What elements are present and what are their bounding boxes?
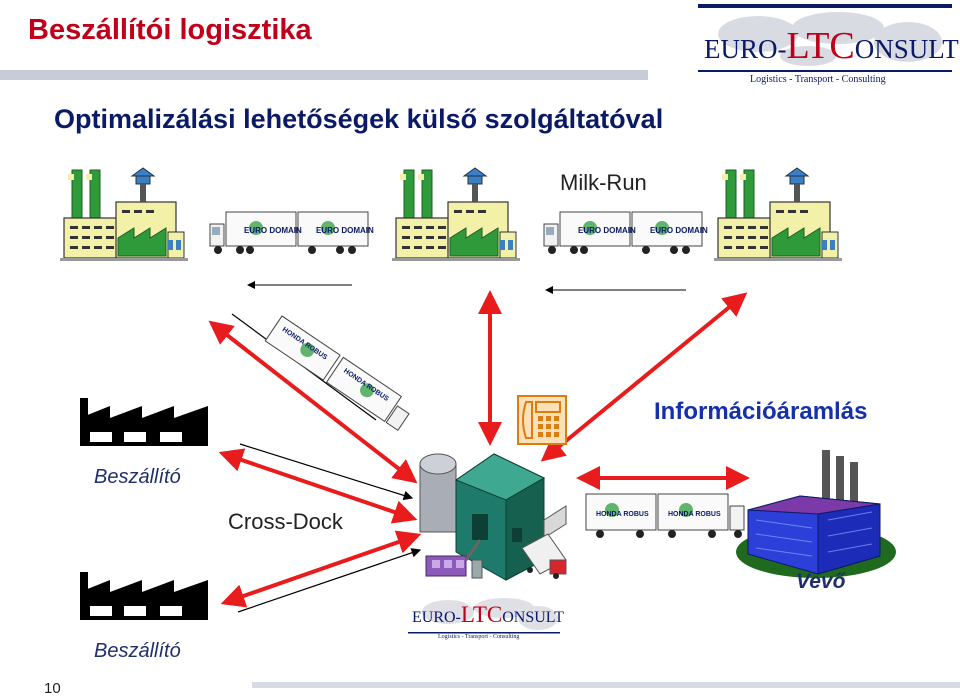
slide-subtitle: Optimalizálási lehetőségek külső szolgál… [54, 104, 664, 134]
svg-text:EURO DOMAIN: EURO DOMAIN [316, 226, 374, 235]
info-arrow-milkrun-right [540, 292, 748, 462]
world-map-icon-small [408, 598, 560, 634]
title-underline-bar [0, 70, 648, 80]
info-arrow-supplier-bottom [220, 530, 422, 608]
pallet-conveyor-icon [425, 539, 483, 579]
customer-label: Vevő [796, 570, 846, 593]
supplier-factory-icon-top [80, 398, 208, 446]
info-flow-label: Információáramlás [654, 398, 868, 425]
svg-text:EURO DOMAIN: EURO DOMAIN [578, 226, 636, 235]
euro-ltc-consult-logo: EURO-LTCONSULT Logistics - Transport - C… [698, 4, 959, 86]
supplier-factory-icon-bottom [80, 572, 208, 620]
euro-ltc-consult-logo-small: EURO-LTCONSULT Logistics - Transport - C… [408, 592, 564, 644]
logo-tagline-small: Logistics - Transport - Consulting [438, 634, 520, 640]
milkrun-truck-1: EURO DOMAIN EURO DOMAIN [209, 211, 374, 255]
page-title: Beszállítói logisztika [28, 14, 312, 46]
milkrun-factory-1 [59, 167, 189, 262]
page-number: 10 [44, 680, 61, 697]
svg-text:EURO DOMAIN: EURO DOMAIN [650, 226, 708, 235]
cross-dock-label: Cross-Dock [228, 509, 343, 534]
footer-bar [252, 682, 960, 688]
delivery-truck-icon [521, 533, 567, 579]
logo-tagline: Logistics - Transport - Consulting [750, 74, 886, 85]
svg-text:HONDA ROBUS: HONDA ROBUS [596, 511, 649, 518]
customer-factory-icon [736, 450, 896, 578]
crossdock-inbound-truck: HONDA ROBUS HONDA ROBUS [264, 315, 410, 432]
supplier-label-top: Beszállító [94, 466, 181, 488]
flow-line-supplier-bottom [237, 548, 422, 613]
flow-line-supplier-top [239, 443, 414, 501]
logo-wordmark: EURO-LTCONSULT [704, 25, 959, 67]
svg-text:HONDA ROBUS: HONDA ROBUS [668, 511, 721, 518]
supplier-label-bottom: Beszállító [94, 640, 181, 662]
milkrun-factory-3 [713, 167, 843, 262]
logo-wordmark-small: EURO-LTCONSULT [412, 602, 564, 627]
milk-run-label: Milk-Run [560, 170, 647, 195]
crossdock-outbound-truck: HONDA ROBUS HONDA ROBUS [585, 493, 745, 538]
milkrun-truck-2: EURO DOMAIN EURO DOMAIN [543, 211, 708, 255]
milkrun-factory-2 [391, 167, 521, 262]
info-arrow-supplier-top [218, 448, 418, 524]
world-map-icon [698, 4, 952, 72]
telephone-icon [517, 395, 567, 445]
svg-text:EURO DOMAIN: EURO DOMAIN [244, 226, 302, 235]
crossdock-warehouse-icon [419, 453, 567, 581]
